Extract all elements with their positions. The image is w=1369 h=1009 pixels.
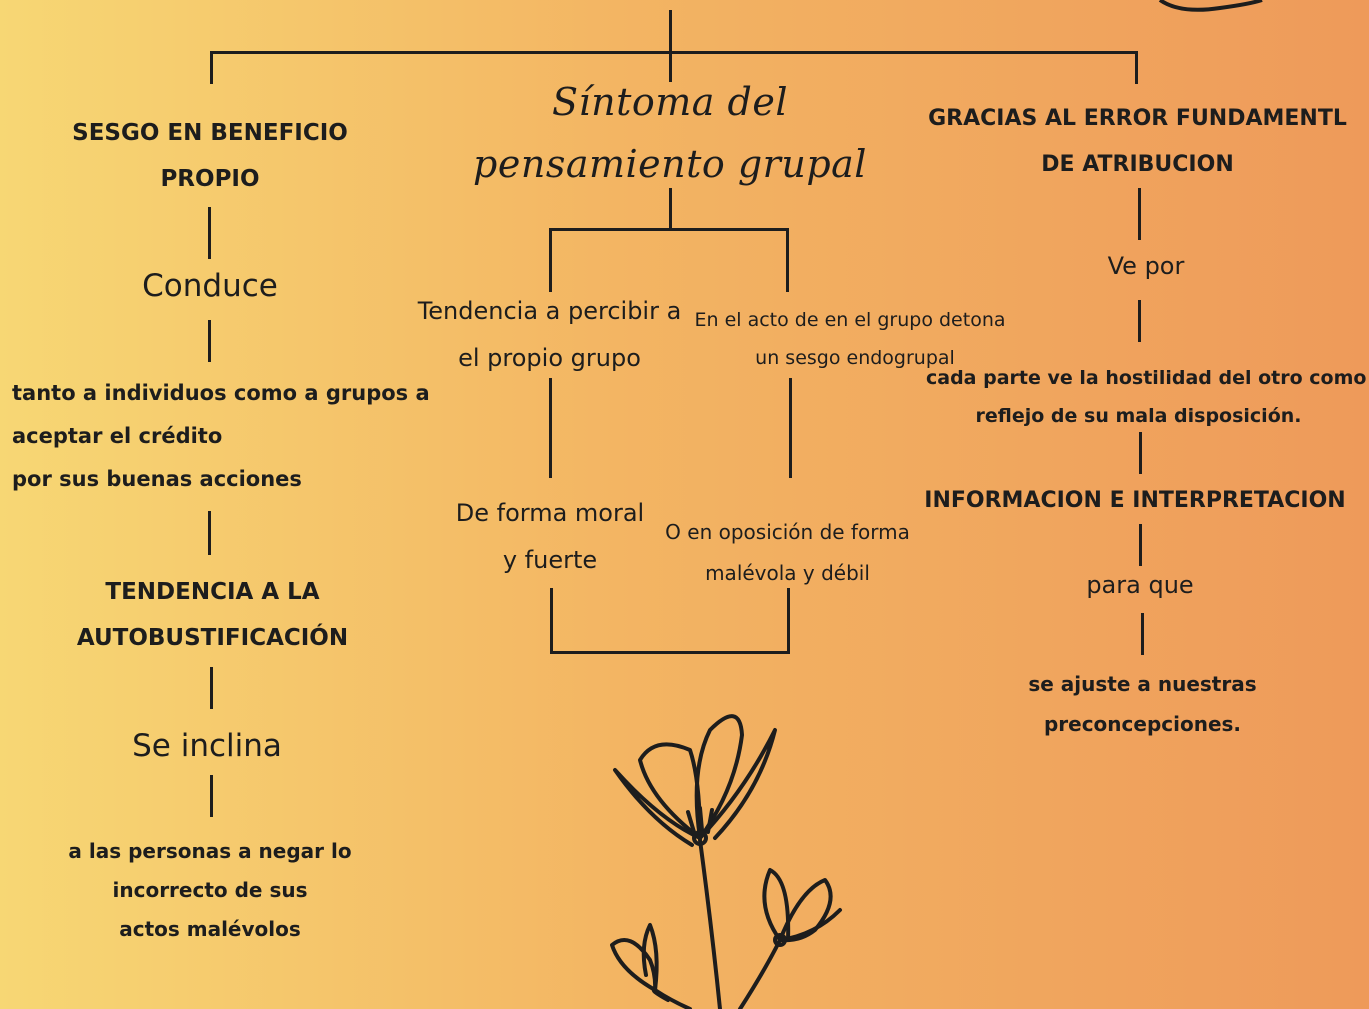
right-header-line2: DE ATRIBUCION bbox=[1041, 152, 1234, 177]
left-link-se-inclina: Se inclina bbox=[132, 728, 282, 764]
left-connector-3 bbox=[208, 511, 211, 555]
right-connector-1 bbox=[1138, 188, 1141, 240]
left-text1-line2: aceptar el crédito bbox=[12, 424, 223, 448]
center-bottom-right-line1: O en oposición de forma bbox=[665, 520, 910, 544]
center-branch-left bbox=[549, 228, 552, 292]
right-header-2: INFORMACION E INTERPRETACION bbox=[924, 488, 1346, 513]
center-right-text: En el acto de en el grupo detona un sesg… bbox=[690, 301, 1010, 377]
right-connector-5 bbox=[1141, 613, 1144, 655]
right-connector-2 bbox=[1138, 300, 1141, 342]
left-connector-1 bbox=[208, 207, 211, 259]
right-header: GRACIAS AL ERROR FUNDAMENTL DE ATRIBUCIO… bbox=[910, 96, 1365, 188]
right-text2-line1: se ajuste a nuestras bbox=[1028, 672, 1257, 696]
left-header2-line2: AUTOBUSTIFICACIÓN bbox=[76, 625, 349, 651]
right-link-para-que: para que bbox=[1086, 571, 1194, 599]
left-header2-line1: TENDENCIA A LA bbox=[105, 579, 320, 605]
center-title-line2: pensamiento grupal bbox=[473, 142, 867, 186]
center-bottom-right-line2: malévola y débil bbox=[705, 561, 870, 585]
center-branch-right bbox=[786, 228, 789, 292]
center-right-line1: En el acto de en el grupo detona bbox=[694, 309, 1006, 331]
left-text1-line3: por sus buenas acciones bbox=[12, 467, 302, 491]
center-bottom-join bbox=[550, 651, 790, 654]
left-header: SESGO EN BENEFICIO PROPIO bbox=[40, 110, 380, 202]
right-text1-line2: reflejo de su mala disposición. bbox=[975, 405, 1302, 427]
right-link-ve-por: Ve por bbox=[1107, 252, 1185, 280]
left-text-block-2: a las personas a negar lo incorrecto de … bbox=[60, 832, 360, 949]
center-stem-line bbox=[669, 188, 672, 230]
top-trunk-line bbox=[669, 10, 672, 82]
center-bottom-right-text: O en oposición de forma malévola y débil bbox=[655, 512, 920, 594]
right-text-block-1: cada parte ve la hostilidad del otro com… bbox=[926, 359, 1367, 435]
center-left-down bbox=[549, 378, 552, 478]
left-header-line1: SESGO EN BENEFICIO bbox=[72, 120, 348, 146]
left-connector-5 bbox=[210, 775, 213, 817]
left-header-line2: PROPIO bbox=[160, 166, 260, 192]
right-connector-3 bbox=[1139, 432, 1142, 474]
center-left-line1: Tendencia a percibir a bbox=[417, 297, 682, 325]
left-connector-2 bbox=[208, 320, 211, 362]
center-title-line1: Síntoma del bbox=[551, 80, 789, 124]
top-horizontal-line bbox=[210, 51, 1138, 54]
center-bottom-right bbox=[787, 588, 790, 654]
left-link-conduce: Conduce bbox=[142, 268, 278, 304]
center-bottom-left-line1: De forma moral bbox=[455, 499, 645, 527]
left-connector-4 bbox=[210, 667, 213, 709]
right-header-line1: GRACIAS AL ERROR FUNDAMENTL bbox=[928, 106, 1347, 131]
right-text2-line2: preconcepciones. bbox=[1043, 712, 1242, 736]
right-text-block-2: se ajuste a nuestras preconcepciones. bbox=[1000, 664, 1285, 744]
left-drop-line bbox=[210, 51, 213, 84]
center-right-down bbox=[789, 378, 792, 478]
left-text-block-1: tanto a individuos como a grupos a acept… bbox=[12, 372, 430, 501]
right-connector-4 bbox=[1139, 524, 1142, 566]
left-text2-line2: incorrecto de sus bbox=[112, 878, 308, 902]
right-text1-line1: cada parte ve la hostilidad del otro com… bbox=[926, 367, 1367, 389]
center-branch-line bbox=[549, 228, 789, 231]
left-text2-line1: a las personas a negar lo bbox=[68, 839, 352, 863]
center-bottom-left-text: De forma moral y fuerte bbox=[440, 490, 660, 584]
center-right-line2: un sesgo endogrupal bbox=[755, 347, 955, 369]
right-drop-line bbox=[1135, 51, 1138, 84]
center-bottom-left bbox=[550, 588, 553, 654]
center-left-text: Tendencia a percibir a el propio grupo bbox=[412, 288, 687, 382]
left-text1-line1: tanto a individuos como a grupos a bbox=[12, 381, 430, 405]
left-text2-line3: actos malévolos bbox=[119, 917, 301, 941]
center-left-line2: el propio grupo bbox=[458, 344, 641, 372]
center-bottom-left-line2: y fuerte bbox=[502, 546, 598, 574]
left-header-2: TENDENCIA A LA AUTOBUSTIFICACIÓN bbox=[40, 569, 385, 661]
